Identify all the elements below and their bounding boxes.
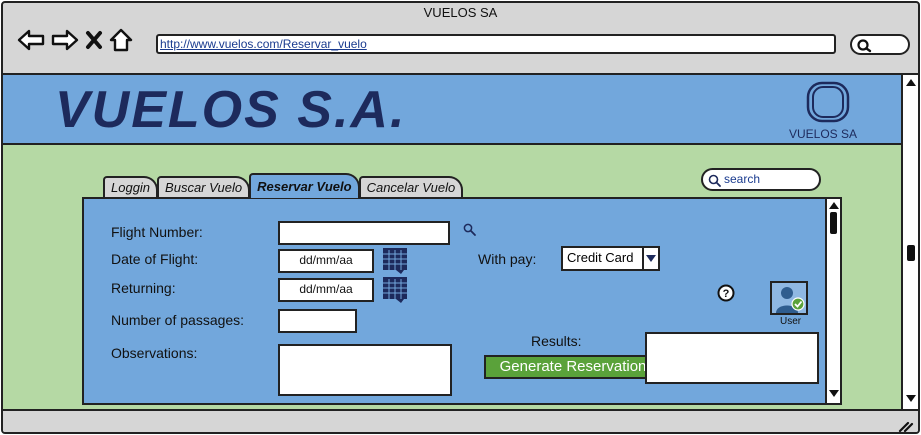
scroll-thumb[interactable]	[830, 212, 837, 234]
tab-buscar-vuelo[interactable]: Buscar Vuelo	[157, 176, 251, 198]
window-title: VUELOS SA	[423, 5, 498, 20]
scroll-down-icon[interactable]	[829, 390, 839, 397]
browser-search-box[interactable]	[850, 34, 910, 55]
home-icon[interactable]	[109, 28, 133, 52]
date-of-flight-label: Date of Flight:	[111, 251, 199, 267]
reservation-panel: Flight Number: Date of Flight: dd/mm/aa …	[82, 197, 842, 405]
calendar-icon[interactable]	[382, 247, 408, 275]
site-logo-text: VUELOS S.A.	[55, 81, 407, 139]
user-avatar[interactable]	[770, 281, 808, 315]
resize-grip-icon[interactable]	[898, 419, 914, 433]
passages-input[interactable]	[278, 309, 357, 333]
address-bar[interactable]: http://www.vuelos.com/Reservar_vuelo	[156, 34, 836, 54]
observations-label: Observations:	[111, 345, 198, 361]
site-header: VUELOS S.A. VUELOS SA	[3, 75, 901, 145]
close-icon[interactable]	[85, 30, 103, 50]
pay-method-select[interactable]: Credit Card	[561, 246, 660, 271]
with-pay-label: With pay:	[478, 251, 537, 267]
back-icon[interactable]	[17, 29, 45, 51]
tab-reservar-vuelo[interactable]: Reservar Vuelo	[249, 173, 360, 198]
address-url: http://www.vuelos.com/Reservar_vuelo	[160, 37, 367, 51]
search-icon	[708, 174, 721, 187]
search-icon	[857, 39, 872, 53]
scroll-up-icon[interactable]	[906, 79, 916, 86]
panel-scrollbar[interactable]	[825, 199, 840, 403]
page-viewport: VUELOS S.A. VUELOS SA Loggin Buscar Vuel…	[3, 73, 901, 409]
chevron-down-icon[interactable]	[642, 248, 658, 269]
flight-number-label: Flight Number:	[111, 224, 203, 240]
generate-reservation-button[interactable]: Generate Reservation	[484, 355, 662, 379]
forward-icon[interactable]	[51, 29, 79, 51]
site-search-input[interactable]: search	[701, 168, 821, 191]
search-placeholder: search	[724, 172, 761, 186]
browser-nav	[17, 27, 133, 53]
returning-date-input[interactable]: dd/mm/aa	[278, 278, 374, 302]
flight-number-input[interactable]	[278, 221, 450, 245]
returning-label: Returning:	[111, 280, 176, 296]
date-of-flight-input[interactable]: dd/mm/aa	[278, 249, 374, 273]
flight-search-icon[interactable]	[463, 223, 477, 237]
tab-cancelar-vuelo[interactable]: Cancelar Vuelo	[358, 176, 464, 198]
observations-textarea[interactable]	[278, 344, 452, 396]
pay-method-value: Credit Card	[567, 250, 634, 265]
results-box	[645, 332, 819, 384]
results-label: Results:	[531, 333, 582, 349]
tab-bar: Loggin Buscar Vuelo Reservar Vuelo Cance…	[103, 173, 464, 198]
user-icon	[776, 287, 805, 313]
svg-text:?: ?	[723, 288, 730, 300]
status-bar	[3, 409, 918, 433]
brand-label: VUELOS SA	[789, 127, 858, 141]
tab-loggin[interactable]: Loggin	[103, 176, 159, 198]
brand-logo-icon	[806, 81, 850, 123]
user-label: User	[780, 316, 802, 327]
passages-label: Number of passages:	[111, 312, 245, 328]
calendar-icon[interactable]	[382, 276, 408, 304]
scroll-down-icon[interactable]	[906, 395, 916, 402]
scroll-up-icon[interactable]	[829, 202, 839, 209]
page-scrollbar[interactable]	[901, 73, 918, 409]
scroll-thumb[interactable]	[907, 245, 915, 261]
help-icon[interactable]: ?	[717, 284, 735, 302]
